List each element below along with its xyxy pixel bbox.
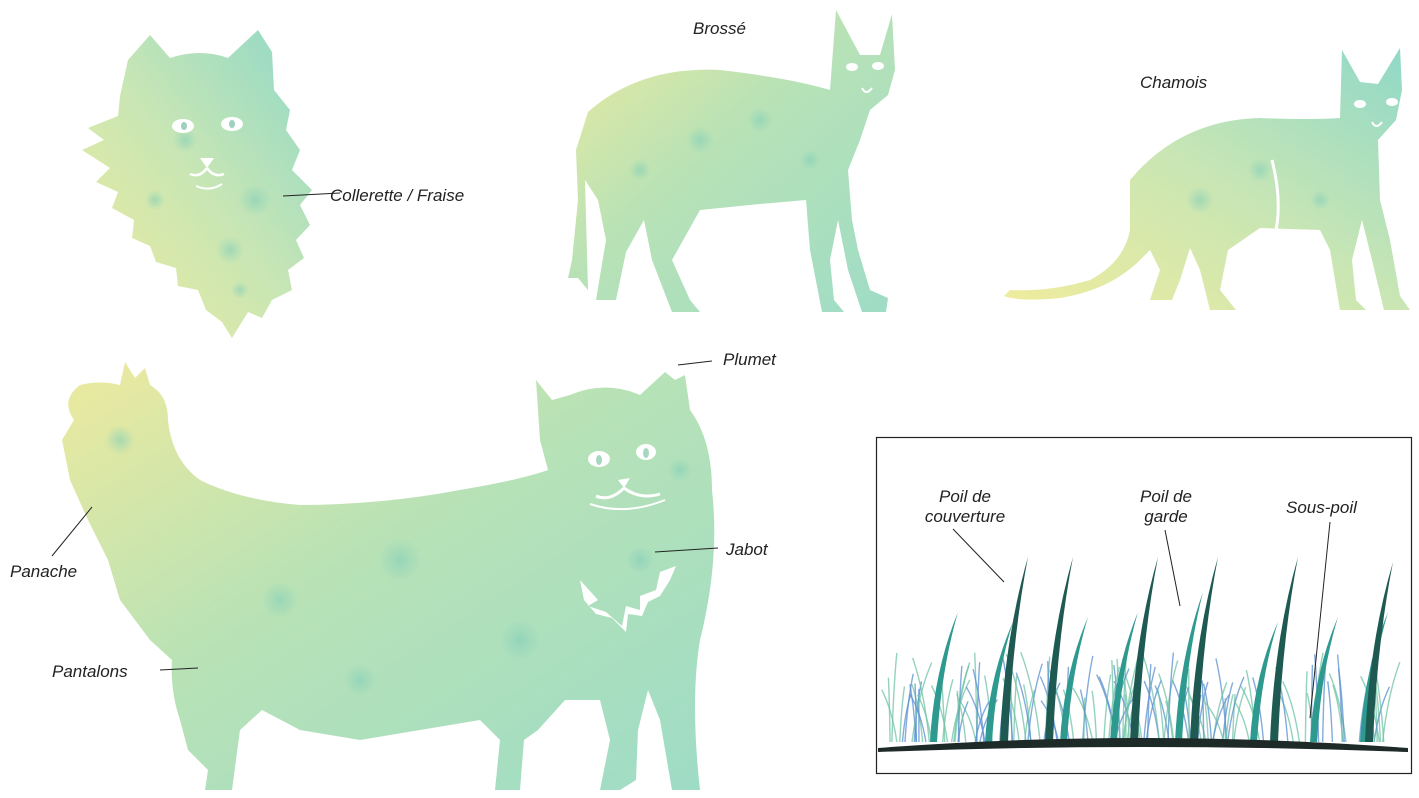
- pantalons-label: Pantalons: [52, 662, 128, 682]
- couverture-label-line1: Poil de: [910, 487, 1020, 507]
- chamois-label: Chamois: [1140, 73, 1207, 93]
- jabot-label: Jabot: [726, 540, 768, 560]
- collerette-label: Collerette / Fraise: [330, 186, 464, 206]
- garde-label-line1: Poil de: [1116, 487, 1216, 507]
- couverture-label: Poil de couverture: [910, 487, 1020, 527]
- brosse-cat: [568, 10, 895, 312]
- garde-label-line2: garde: [1116, 507, 1216, 527]
- collerette-cat-head: [82, 30, 312, 338]
- plumet-leader-line: [678, 361, 712, 365]
- garde-label: Poil de garde: [1116, 487, 1216, 527]
- panache-label: Panache: [10, 562, 77, 582]
- longhair-cat: [62, 362, 714, 790]
- plumet-label: Plumet: [723, 350, 776, 370]
- under-hair-strand: [1125, 694, 1126, 742]
- couverture-label-line2: couverture: [910, 507, 1020, 527]
- brosse-label: Brossé: [693, 19, 746, 39]
- souspoil-label: Sous-poil: [1286, 498, 1357, 518]
- panache-leader-line: [52, 507, 92, 556]
